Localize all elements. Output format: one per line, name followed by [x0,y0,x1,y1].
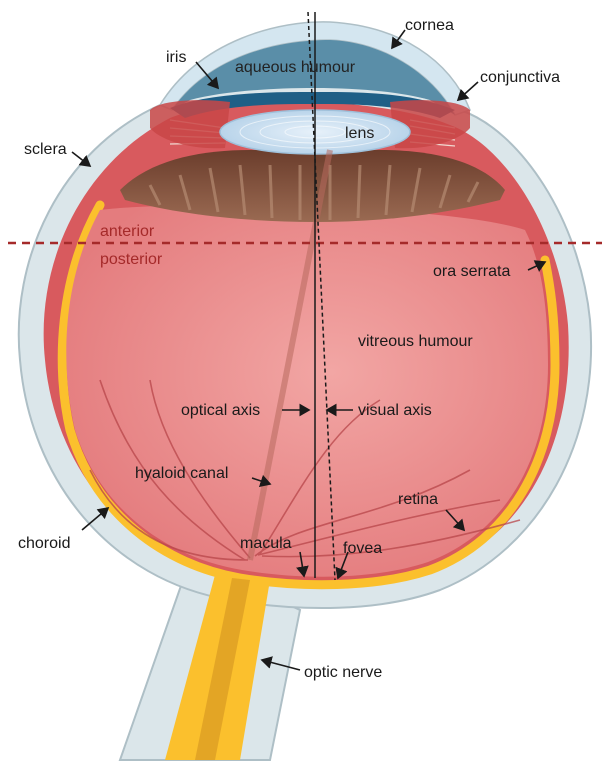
label-hyaloid-canal: hyaloid canal [135,465,228,482]
label-visual-axis: visual axis [358,402,432,419]
label-cornea: cornea [405,17,454,34]
label-vitreous-humour: vitreous humour [358,333,473,350]
label-posterior: posterior [100,251,163,268]
label-choroid: choroid [18,535,70,552]
label-optical-axis: optical axis [181,402,260,419]
label-aqueous-humour: aqueous humour [235,59,356,76]
label-iris: iris [166,49,186,66]
label-conjunctiva: conjunctiva [480,69,560,86]
label-lens: lens [345,125,374,142]
label-optic-nerve: optic nerve [304,664,382,681]
label-ora-serrata: ora serrata [433,263,510,280]
label-sclera: sclera [24,141,67,158]
label-macula: macula [240,535,292,552]
label-retina: retina [398,491,438,508]
label-fovea: fovea [343,540,382,557]
label-anterior: anterior [100,223,155,240]
